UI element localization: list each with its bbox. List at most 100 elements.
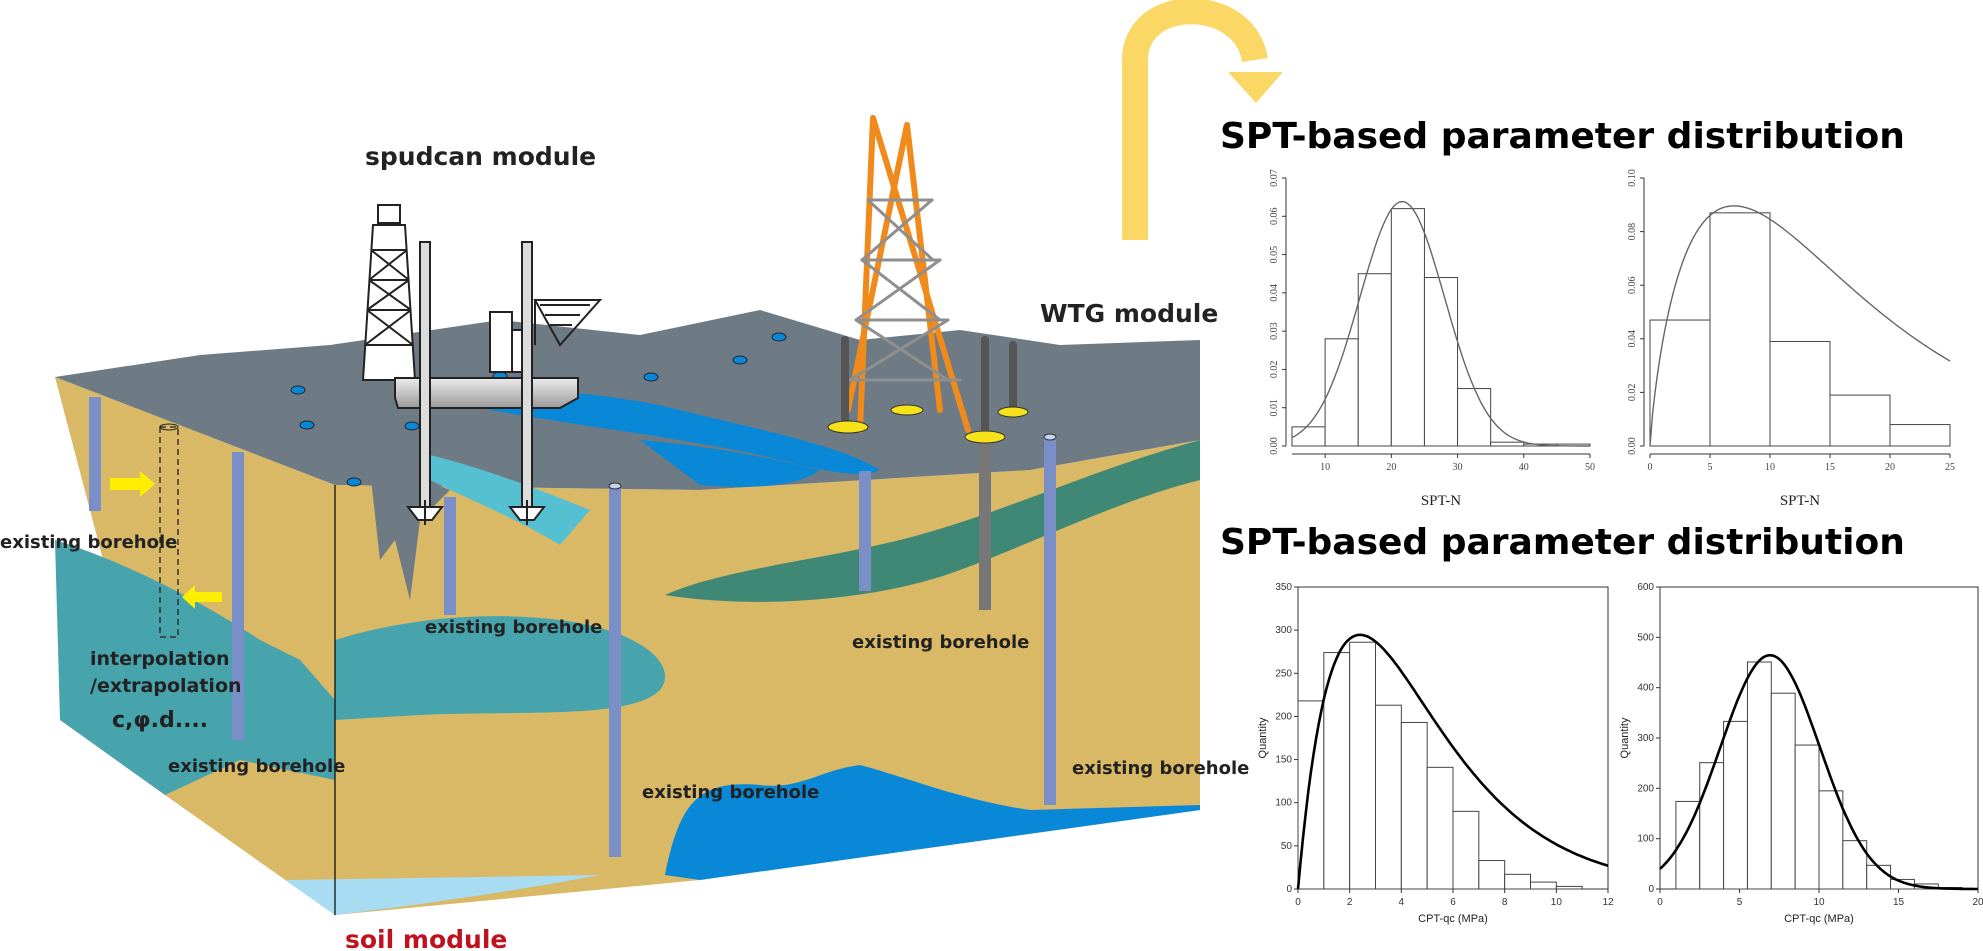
borehole-3 (444, 497, 456, 615)
histogram-bar (1478, 860, 1506, 890)
lightblue-base (285, 875, 600, 915)
y-tick-label: 200 (1275, 711, 1292, 722)
histogram-bar (1842, 840, 1868, 890)
y-tick-label: 0.05 (1269, 246, 1280, 263)
x-tick-label: 6 (1450, 897, 1456, 908)
y-tick-label: 50 (1281, 841, 1293, 852)
fitted-curve (1296, 633, 1609, 890)
spt-distribution-title: SPT-based parameter distribution (1220, 116, 1905, 157)
interpolation-arrows (110, 471, 222, 609)
y-tick-label: 500 (1637, 632, 1654, 643)
x-tick-label: 10 (1551, 897, 1563, 908)
y-tick-label: 0.04 (1627, 330, 1638, 348)
y-tick-label: 0.02 (1269, 361, 1280, 379)
y-tick-label: 200 (1637, 783, 1654, 794)
y-tick-label: 0.06 (1627, 276, 1638, 294)
borehole-1 (89, 397, 101, 511)
y-tick-label: 0.00 (1269, 437, 1280, 455)
surface-dots (290, 332, 787, 487)
cpt-distribution-title: SPT-based parameter distribution (1220, 522, 1905, 563)
parameters-label: c,φ.d.... (112, 708, 208, 733)
borehole-label-5: existing borehole (642, 782, 819, 803)
y-tick-label: 0 (1648, 884, 1654, 895)
y-tick-label: 150 (1275, 755, 1292, 766)
green-lens (665, 440, 1200, 602)
borehole-label-6: existing borehole (1072, 758, 1249, 779)
x-axis-label: CPT-qc (MPa) (1418, 913, 1488, 925)
histogram-bar (1291, 426, 1326, 447)
y-tick-label: 0.04 (1269, 284, 1280, 302)
x-axis-label: SPT-N (1421, 493, 1461, 509)
blue-channel-top2 (640, 440, 820, 487)
histogram-bar (1709, 212, 1771, 447)
x-tick-label: 20 (1386, 462, 1396, 473)
histogram-bar (1769, 340, 1831, 447)
histogram-bar (1423, 277, 1459, 447)
x-tick-label: 5 (1737, 897, 1743, 908)
histogram-bar (1649, 319, 1711, 447)
histogram-bar (1452, 810, 1480, 890)
histogram-bar (1746, 661, 1772, 890)
y-tick-label: 0.10 (1627, 169, 1638, 187)
histogram-bar (1349, 641, 1376, 890)
x-axis-label: CPT-qc (MPa) (1784, 913, 1854, 925)
x-tick-label: 10 (1320, 462, 1330, 473)
borehole-label-3: existing borehole (852, 632, 1029, 653)
teal-lens-left (55, 540, 335, 795)
x-tick-label: 0 (1657, 897, 1663, 908)
histogram-bar (1504, 873, 1531, 890)
x-tick-label: 30 (1453, 462, 1463, 473)
borehole-4 (609, 485, 621, 857)
y-axis-label: Quantity (1619, 717, 1631, 758)
virtual-borehole (159, 426, 179, 638)
spudcan-module-label: spudcan module (365, 142, 596, 171)
histogram-bar (1723, 720, 1748, 890)
blue-channel-top (420, 390, 880, 475)
histogram-bar (1829, 394, 1891, 447)
borehole-6 (1044, 437, 1056, 805)
diagram-labels: spudcan module WTG module soil module ex… (0, 142, 1249, 951)
histogram-bar (1426, 766, 1454, 890)
y-tick-label: 250 (1275, 668, 1292, 679)
fitted-curve (1659, 653, 1978, 891)
y-tick-label: 600 (1637, 582, 1654, 593)
histogram-bar (1555, 885, 1583, 890)
histogram-bar (1530, 881, 1557, 890)
histogram-bar (1357, 273, 1392, 447)
arrow-right-icon (110, 471, 155, 497)
histogram-bar (1457, 388, 1492, 447)
histogram-bar (1323, 652, 1351, 890)
blue-layer-bottom (665, 765, 1200, 880)
histogram-bar (1889, 424, 1951, 447)
boreholes (89, 397, 1057, 857)
x-tick-label: 15 (1825, 462, 1835, 473)
extrapolation-label: /extrapolation (90, 675, 242, 697)
y-axis-label: Quantity (1257, 717, 1269, 758)
arrow-left-icon (182, 585, 222, 609)
soil-block (55, 310, 1200, 915)
y-tick-label: 0.02 (1627, 384, 1638, 402)
x-tick-label: 4 (1399, 897, 1405, 908)
borehole-2 (232, 452, 244, 740)
histogram-bar (1324, 338, 1359, 447)
y-tick-label: 0 (1286, 884, 1292, 895)
interpolation-label: interpolation (90, 648, 230, 670)
y-tick-label: 0.08 (1627, 223, 1638, 241)
x-tick-label: 20 (1885, 462, 1895, 473)
borehole-label-4: existing borehole (168, 756, 345, 777)
y-tick-label: 0.03 (1269, 322, 1280, 340)
x-tick-label: 10 (1765, 462, 1775, 473)
histogram-bar (1699, 762, 1725, 890)
y-tick-label: 0.01 (1269, 399, 1280, 417)
x-axis-label: SPT-N (1780, 493, 1820, 509)
y-tick-label: 400 (1637, 683, 1654, 694)
y-tick-label: 0.06 (1269, 208, 1280, 226)
y-tick-label: 300 (1275, 625, 1292, 636)
histogram-bar (1818, 790, 1844, 890)
soil-module-label: soil module (345, 925, 507, 951)
x-tick-label: 8 (1502, 897, 1508, 908)
